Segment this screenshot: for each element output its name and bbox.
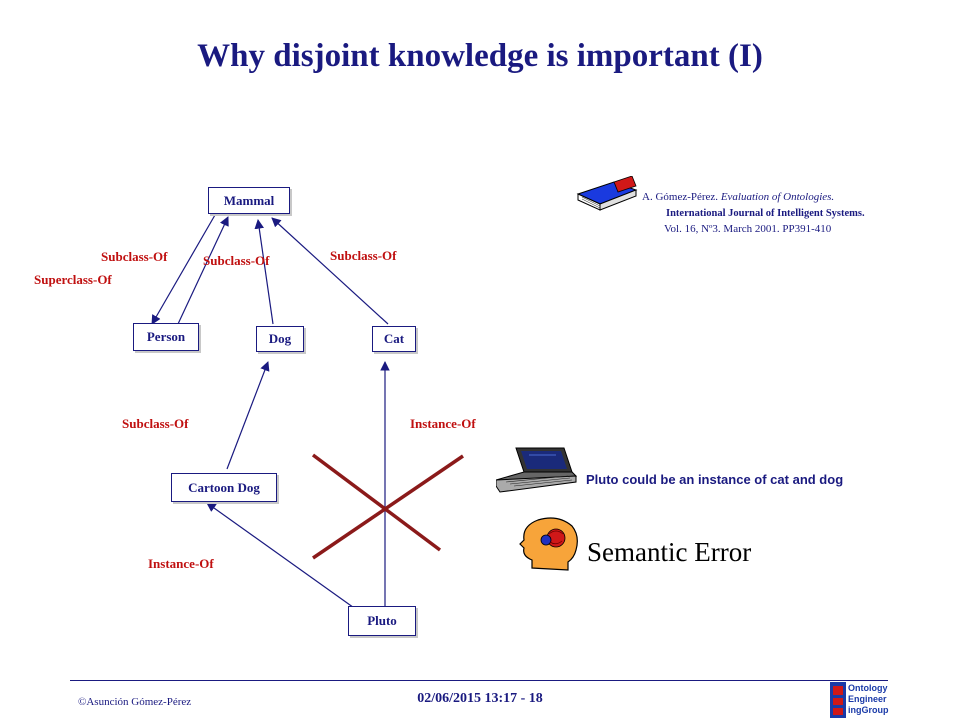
node-mammal: Mammal xyxy=(208,187,290,214)
reference-author: A. Gómez-Pérez. xyxy=(642,191,719,203)
node-person: Person xyxy=(133,323,199,351)
semantic-error-text: Semantic Error xyxy=(587,537,752,567)
group-logo-icon: Ontology Engineer ingGroup xyxy=(830,682,890,720)
logo-line-3: ingGroup xyxy=(848,705,889,715)
node-dog: Dog xyxy=(256,326,304,352)
logo-line-2: Engineer xyxy=(848,694,887,704)
reference-journal: International Journal of Intelligent Sys… xyxy=(666,208,865,219)
reference-line-1: A. Gómez-Pérez. Evaluation of Ontologies… xyxy=(642,190,834,205)
label-instance-of-cat: Instance-Of xyxy=(410,416,476,431)
arrow-cartoondog-to-dog xyxy=(226,361,270,470)
label-subclass-of-cartoon-dog: Subclass-Of xyxy=(122,416,189,431)
label-superclass-of: Superclass-Of xyxy=(34,272,112,287)
logo-line-1: Ontology xyxy=(848,683,888,693)
label-subclass-of-dog: Subclass-Of xyxy=(203,253,270,268)
head-brain-icon xyxy=(519,517,578,571)
book-icon xyxy=(576,176,638,211)
node-cat: Cat xyxy=(372,326,416,352)
reference-title: Evaluation of Ontologies. xyxy=(720,191,835,203)
node-pluto: Pluto xyxy=(348,606,416,636)
arrow-dog-to-mammal xyxy=(254,219,274,325)
page-title: Why disjoint knowledge is important (I) xyxy=(197,38,763,74)
footer-divider xyxy=(70,680,888,681)
label-subclass-of-cat: Subclass-Of xyxy=(330,248,397,263)
arrow-pluto-to-cartoondog xyxy=(206,502,358,611)
laptop-icon xyxy=(496,447,578,493)
arrow-person-to-mammal xyxy=(177,216,229,325)
arrow-cat-to-mammal xyxy=(271,217,389,325)
label-subclass-of-person: Subclass-Of xyxy=(101,249,168,264)
red-cross-icon xyxy=(311,453,464,560)
reference-volume: Vol. 16, Nº3. March 2001. PP391-410 xyxy=(664,223,832,235)
footer-author: ©Asunción Gómez-Pérez xyxy=(78,696,192,708)
label-instance-of-cartoon-dog: Instance-Of xyxy=(148,556,214,571)
arrow-mammal-to-person xyxy=(151,214,216,325)
node-cartoon-dog: Cartoon Dog xyxy=(171,473,277,502)
pluto-note: Pluto could be an instance of cat and do… xyxy=(586,472,844,487)
footer-datetime-page: 02/06/2015 13:17 - 18 xyxy=(417,691,543,706)
